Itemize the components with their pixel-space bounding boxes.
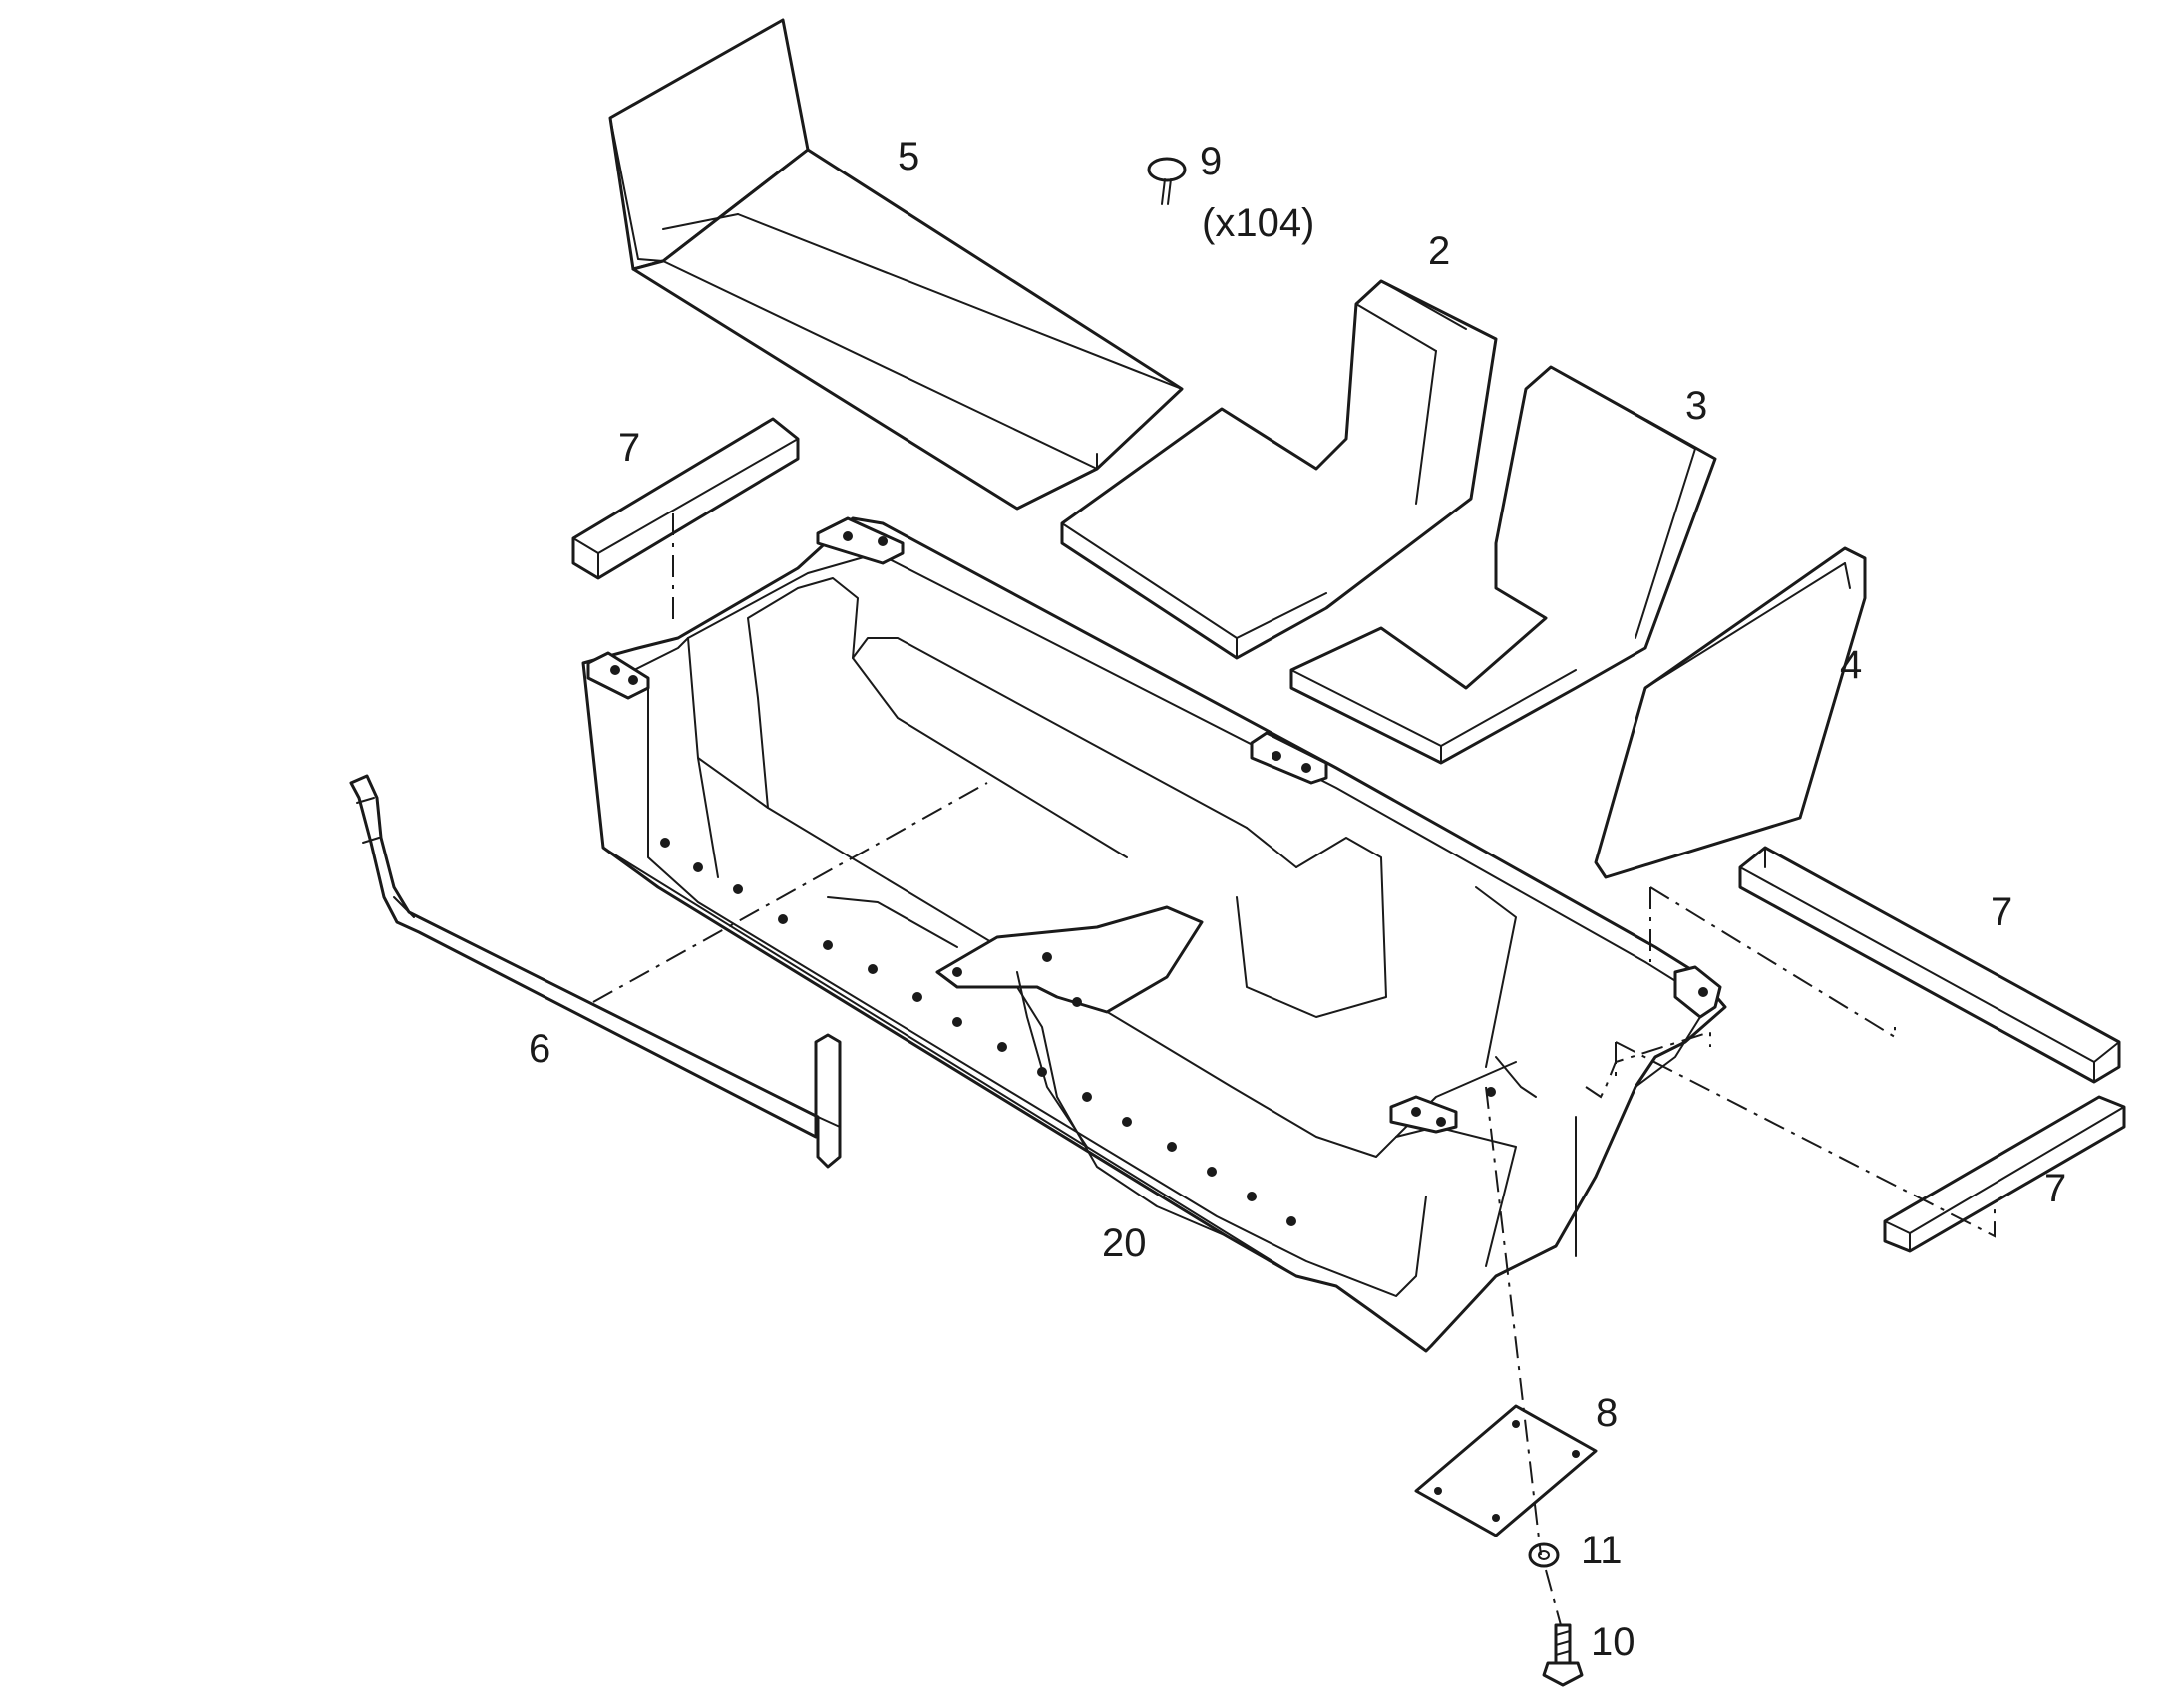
- screw-part-10: [1542, 1623, 1584, 1687]
- label-part-8: 8: [1596, 1391, 1618, 1435]
- label-part-4: 4: [1840, 643, 1862, 687]
- assembly-lines: [592, 513, 1996, 1626]
- label-part-5: 5: [898, 135, 919, 178]
- label-part-9: 9: [1200, 140, 1222, 183]
- fastener-part-9: [1147, 157, 1187, 205]
- label-part-9-quantity: (x104): [1202, 201, 1314, 245]
- washer-part-11: [1528, 1542, 1560, 1568]
- tub-frame-part-20: [581, 516, 1727, 1353]
- block-part-7-top-left: [571, 417, 800, 580]
- panel-part-4: [1594, 546, 1867, 879]
- block-part-7-right-lower: [1883, 1095, 2126, 1253]
- label-part-3: 3: [1685, 384, 1707, 428]
- label-part-2: 2: [1428, 229, 1450, 273]
- label-part-10: 10: [1591, 1620, 1635, 1664]
- label-part-20: 20: [1102, 1221, 1147, 1265]
- label-part-7-right-upper: 7: [1991, 890, 2012, 934]
- part-labels: 5 9 (x104) 2 3 4 7 7 7 6 20 8 11 10: [529, 135, 2066, 1664]
- label-part-7-top-left: 7: [618, 426, 640, 470]
- label-part-6: 6: [529, 1027, 550, 1071]
- label-part-11: 11: [1581, 1529, 1623, 1572]
- cushion-part-2: [1060, 279, 1498, 660]
- cushion-part-3: [1289, 365, 1717, 765]
- cushion-part-5: [608, 18, 1184, 511]
- block-part-7-right-upper: [1738, 846, 2121, 1084]
- plate-part-8: [1414, 1404, 1598, 1537]
- label-part-7-right-lower: 7: [2044, 1167, 2066, 1210]
- handle-part-6: [349, 774, 842, 1169]
